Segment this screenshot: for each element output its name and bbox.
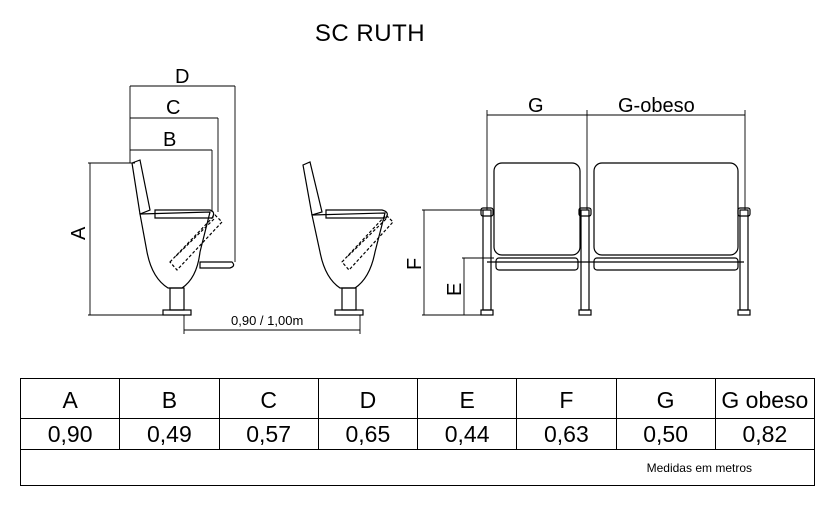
dimension-line-c: [130, 117, 219, 212]
front-view-seats: [480, 162, 751, 316]
dimension-line-d: [129, 85, 236, 262]
header-a: A: [19, 378, 121, 419]
label-f: F: [404, 258, 426, 270]
dimensions-table: A B C D E F G G obeso 0,90 0,49 0,57 0,6…: [19, 378, 816, 486]
value-b: 0,49: [119, 418, 220, 450]
header-b: B: [119, 378, 220, 419]
value-f: 0,63: [516, 418, 617, 450]
label-g: G: [528, 95, 544, 117]
value-g-obeso: 0,82: [714, 418, 816, 450]
header-g: G: [615, 378, 716, 419]
side-view-seat-second-row: [302, 161, 394, 316]
label-g-obeso: G-obeso: [618, 95, 695, 117]
label-d: D: [175, 66, 189, 88]
label-e: E: [444, 283, 466, 296]
value-g: 0,50: [615, 418, 716, 450]
diagram-title: SC RUTH: [314, 20, 426, 47]
dimension-line-f: [422, 209, 485, 316]
label-c: C: [166, 97, 180, 119]
dimension-line-g: [486, 110, 746, 210]
header-d: D: [317, 378, 419, 419]
label-b: B: [163, 129, 176, 151]
header-f: F: [516, 378, 617, 419]
value-c: 0,57: [218, 418, 319, 450]
table-header-row: A B C D E F G G obeso: [19, 378, 816, 419]
header-c: C: [218, 378, 319, 419]
value-a: 0,90: [19, 418, 121, 450]
label-a: A: [68, 226, 90, 240]
side-view-seat-dimensioned: [131, 159, 235, 316]
table-value-row: 0,90 0,49 0,57 0,65 0,44 0,63 0,50 0,82: [19, 418, 816, 450]
header-e: E: [416, 378, 518, 419]
dimension-line-b: [130, 149, 213, 212]
label-row-spacing: 0,90 / 1,00m: [231, 313, 303, 328]
table-note-row: Medidas em metros: [20, 449, 815, 486]
units-note: Medidas em metros: [20, 449, 815, 486]
value-e: 0,44: [416, 418, 518, 450]
value-d: 0,65: [317, 418, 419, 450]
dimension-line-e: [462, 257, 494, 315]
dimension-line-row-spacing: [183, 315, 361, 334]
dimension-line-a: [88, 162, 165, 316]
header-g-obeso: G obeso: [714, 378, 816, 419]
